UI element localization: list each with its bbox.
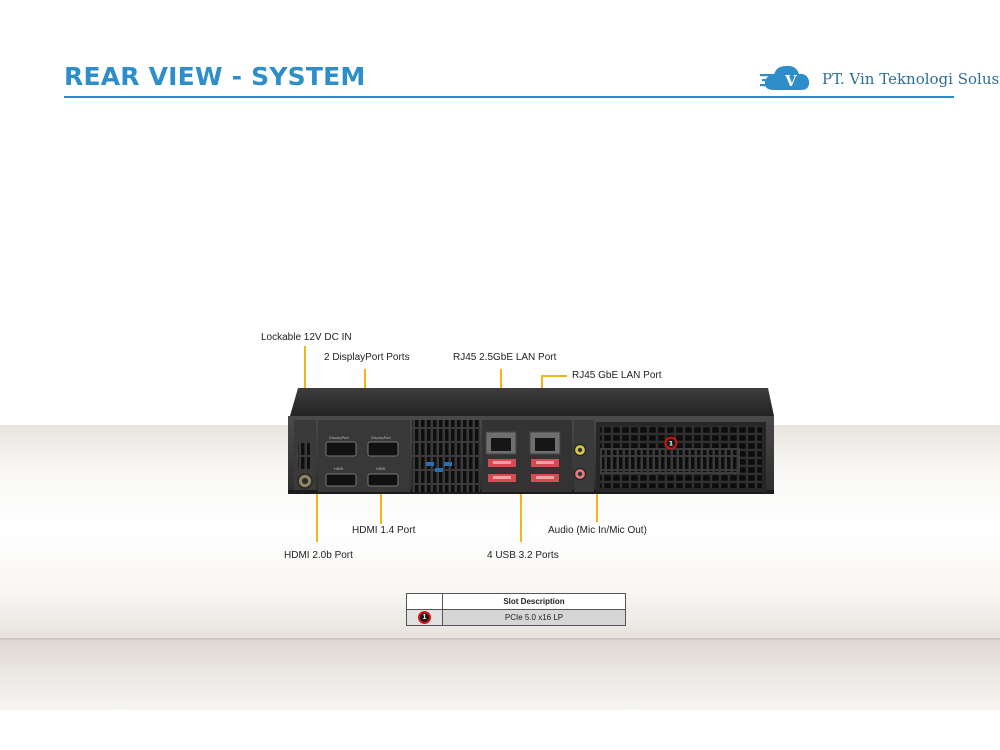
displayport-right: [367, 441, 399, 457]
rear-panel-device: DisplayPort DisplayPort HDMI HDMI 1: [288, 388, 774, 494]
label-audio: Audio (Mic In/Mic Out): [548, 525, 647, 536]
chassis-top: [290, 388, 774, 416]
slot-description-cell: PCIe 5.0 x16 LP: [442, 609, 626, 626]
label-displayport: 2 DisplayPort Ports: [324, 352, 410, 363]
label-hdmi20: HDMI 2.0b Port: [284, 550, 353, 561]
label-dc-in: Lockable 12V DC IN: [261, 332, 352, 343]
cloud-logo-icon: V: [760, 65, 810, 90]
label-hdmi14: HDMI 1.4 Port: [352, 525, 416, 536]
hdmi-20-port: [325, 473, 357, 487]
dp-right-mark: DisplayPort: [371, 436, 391, 440]
slot-number-cell: 1: [406, 609, 443, 626]
leader-hdmi20: [316, 486, 318, 542]
label-lan-gbe: RJ45 GbE LAN Port: [572, 370, 662, 381]
slot-table-header-description: Slot Description: [442, 593, 626, 610]
label-lan-25g: RJ45 2.5GbE LAN Port: [453, 352, 557, 363]
slot-table-header-row: Slot Description: [406, 593, 626, 610]
backdrop-edge: [0, 638, 1000, 641]
slot-number-badge: 1: [418, 611, 431, 624]
displayport-left: [325, 441, 357, 457]
pcie-slot-marker-num: 1: [669, 441, 673, 448]
page-title: REAR VIEW - SYSTEM: [64, 62, 366, 91]
leader-lan-gbe-h: [541, 375, 567, 377]
backdrop-floor: [0, 640, 1000, 710]
slot-description-table: Slot Description 1 PCIe 5.0 x16 LP: [406, 593, 626, 626]
center-vent: [412, 420, 480, 492]
brand-name: PT. Vin Teknologi Solusi: [822, 70, 1000, 88]
hdmi-left-mark: HDMI: [334, 467, 343, 471]
table-row: 1 PCIe 5.0 x16 LP: [406, 609, 626, 626]
hdmi-14-port: [367, 473, 399, 487]
slot-table-header-num: [406, 593, 443, 610]
leader-hdmi14: [380, 486, 382, 524]
title-underline: [64, 96, 954, 98]
audio-panel: [574, 420, 594, 492]
label-usb: 4 USB 3.2 Ports: [487, 550, 559, 561]
dp-left-mark: DisplayPort: [329, 436, 349, 440]
brand-logo: V PT. Vin Teknologi Solusi: [760, 60, 1000, 96]
hdmi-right-mark: HDMI: [376, 467, 385, 471]
pcie-slot-marker: [664, 436, 678, 450]
logo-letter: V: [784, 72, 797, 90]
leader-usb: [520, 486, 522, 542]
